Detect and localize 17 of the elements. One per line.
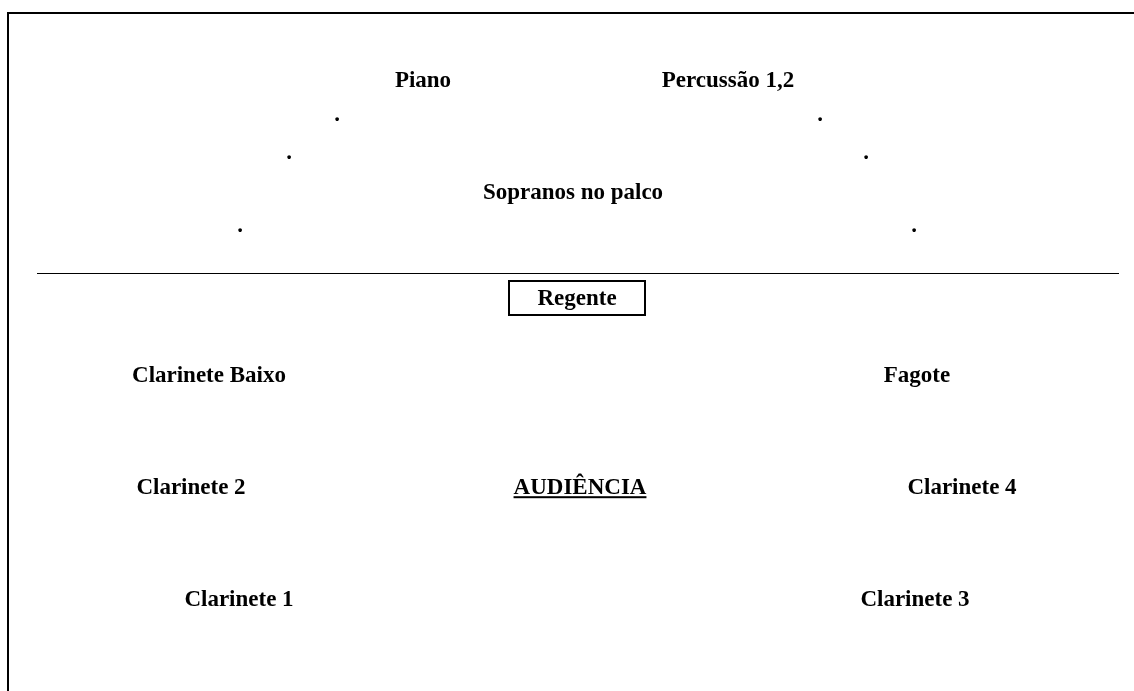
dot-mark: . <box>863 138 869 166</box>
section-label: Sopranos no palco <box>482 178 664 206</box>
instrument-label: Clarinete 3 <box>860 585 970 613</box>
audience-label: AUDIÊNCIA <box>513 473 647 501</box>
dot-mark: . <box>911 211 917 239</box>
dot-mark: . <box>817 100 823 128</box>
dot-mark: . <box>286 138 292 166</box>
dot-mark: . <box>237 211 243 239</box>
instrument-label: Clarinete 2 <box>136 473 246 501</box>
conductor-box: Regente <box>508 280 646 316</box>
dot-mark: . <box>334 100 340 128</box>
instrument-label: Fagote <box>883 361 951 389</box>
instrument-label: Clarinete 1 <box>184 585 294 613</box>
instrument-label: Clarinete 4 <box>907 473 1017 501</box>
instrument-label: Percussão 1,2 <box>661 66 795 94</box>
instrument-label: Clarinete Baixo <box>132 361 286 389</box>
instrument-label: Piano <box>394 66 452 94</box>
